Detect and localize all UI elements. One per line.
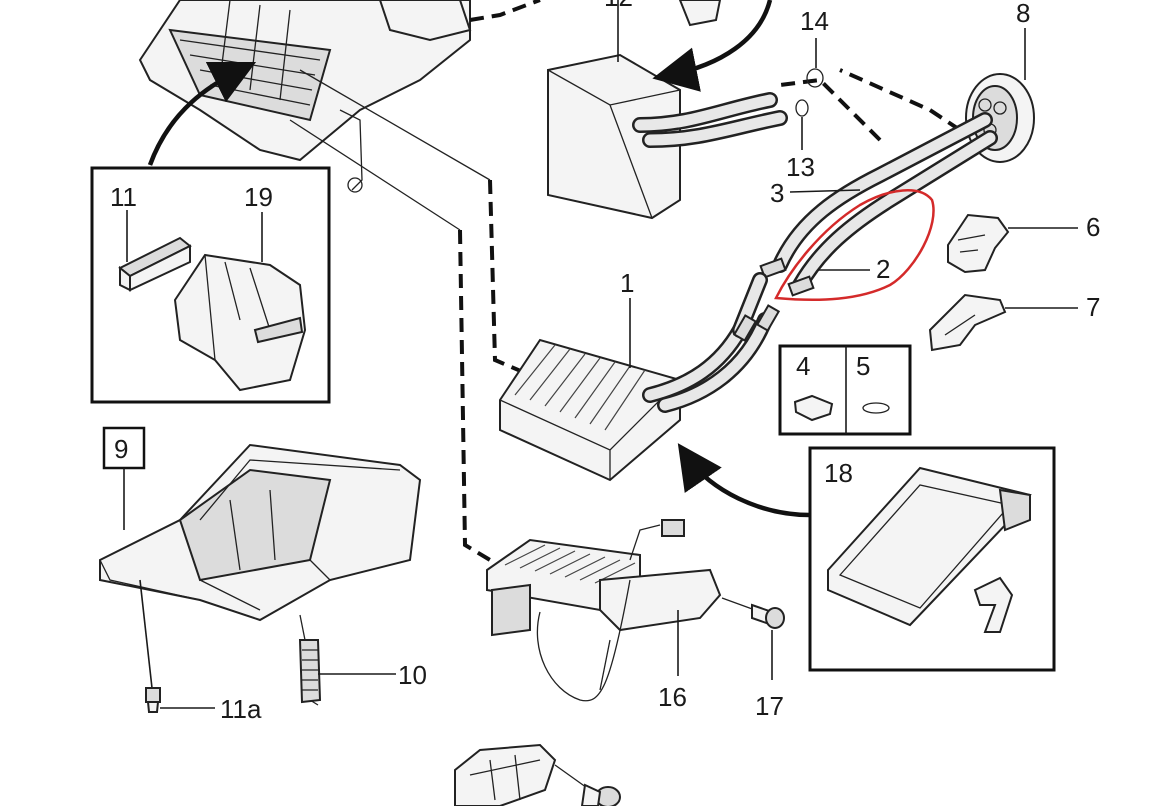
label-6: 6 xyxy=(1086,212,1100,242)
arrow-to-12 xyxy=(652,0,773,92)
label-8: 8 xyxy=(1016,0,1030,28)
label-3: 3 xyxy=(770,178,784,208)
hvac-housing xyxy=(138,0,472,193)
highlight-part-2 xyxy=(774,189,935,302)
part-1-heater-core xyxy=(499,272,781,482)
label-2: 2 xyxy=(876,254,890,284)
label-4: 4 xyxy=(796,351,810,381)
label-17: 17 xyxy=(755,691,784,721)
small-clip-top xyxy=(678,0,722,27)
inset-box-18 xyxy=(808,446,1056,672)
label-11: 11 xyxy=(110,182,137,212)
arrow-to-1 xyxy=(677,443,811,518)
part-11a-screw xyxy=(139,579,161,713)
label-10: 10 xyxy=(398,660,427,690)
bottom-bracket xyxy=(454,743,621,806)
label-9-box xyxy=(102,426,146,470)
label-14: 14 xyxy=(800,6,829,36)
part-7-clip xyxy=(928,293,1007,352)
part-17-screw xyxy=(721,597,785,629)
oring-13 xyxy=(795,99,809,117)
label-18: 18 xyxy=(824,458,853,488)
arrow-to-housing xyxy=(147,61,257,166)
inset-box-11-19 xyxy=(90,166,331,404)
label-16: 16 xyxy=(658,682,687,712)
oring-14 xyxy=(806,68,824,88)
label-19: 19 xyxy=(244,182,273,212)
inset-box-4-5 xyxy=(778,344,912,436)
pipes-2-3 xyxy=(759,112,998,297)
part-9-lower-housing xyxy=(99,443,422,706)
dashed-routing xyxy=(289,0,962,562)
label-1: 1 xyxy=(620,268,634,298)
part-12-heater-core xyxy=(547,53,788,220)
label-7: 7 xyxy=(1086,292,1100,322)
label-11a: 11a xyxy=(220,694,262,724)
label-12: 12 xyxy=(604,0,633,12)
label-13: 13 xyxy=(786,152,815,182)
label-9: 9 xyxy=(114,434,128,464)
part-16-heater-element xyxy=(486,519,722,702)
part-6-clip xyxy=(947,213,1010,274)
label-5: 5 xyxy=(856,351,870,381)
